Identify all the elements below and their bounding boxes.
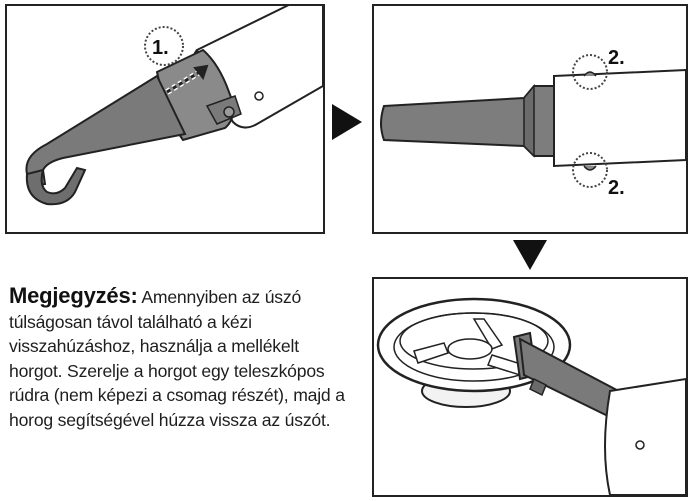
hook-arm <box>25 74 187 188</box>
step-2-label-top: 2. <box>608 47 625 69</box>
step-2-marker-top <box>572 54 608 90</box>
triangle-right-icon <box>332 104 362 145</box>
hook-shaft <box>380 85 555 157</box>
step-2-label-bottom: 2. <box>608 177 625 199</box>
hook-insert-illustration: 1. <box>25 6 323 206</box>
insert-direction-arrow <box>166 68 204 94</box>
step-1-label: 1. <box>152 37 169 59</box>
illustration-step-1: 1. <box>5 4 325 234</box>
illustration-step-2: 2. 2. <box>372 4 688 234</box>
clip-bottom <box>583 165 597 171</box>
step-1-marker <box>144 26 184 66</box>
triangle-down-icon <box>513 240 547 275</box>
pole-button <box>254 91 264 101</box>
float-hub <box>447 338 493 360</box>
illustration-step-3 <box>372 277 688 497</box>
pole-body <box>553 68 686 168</box>
note-text: Amennyiben az úszó túlságosan távol talá… <box>9 287 345 430</box>
clip-top <box>583 71 597 77</box>
step-2-marker-bottom <box>572 152 608 188</box>
note-paragraph: Megjegyzés: Amennyiben az úszó túlságosa… <box>9 283 354 433</box>
pole-body <box>604 377 686 495</box>
hook-float-illustration <box>376 297 686 495</box>
note-label: Megjegyzés: <box>9 283 138 308</box>
hook-tip <box>25 166 87 206</box>
hook-locked-illustration: 2. 2. <box>380 47 686 199</box>
